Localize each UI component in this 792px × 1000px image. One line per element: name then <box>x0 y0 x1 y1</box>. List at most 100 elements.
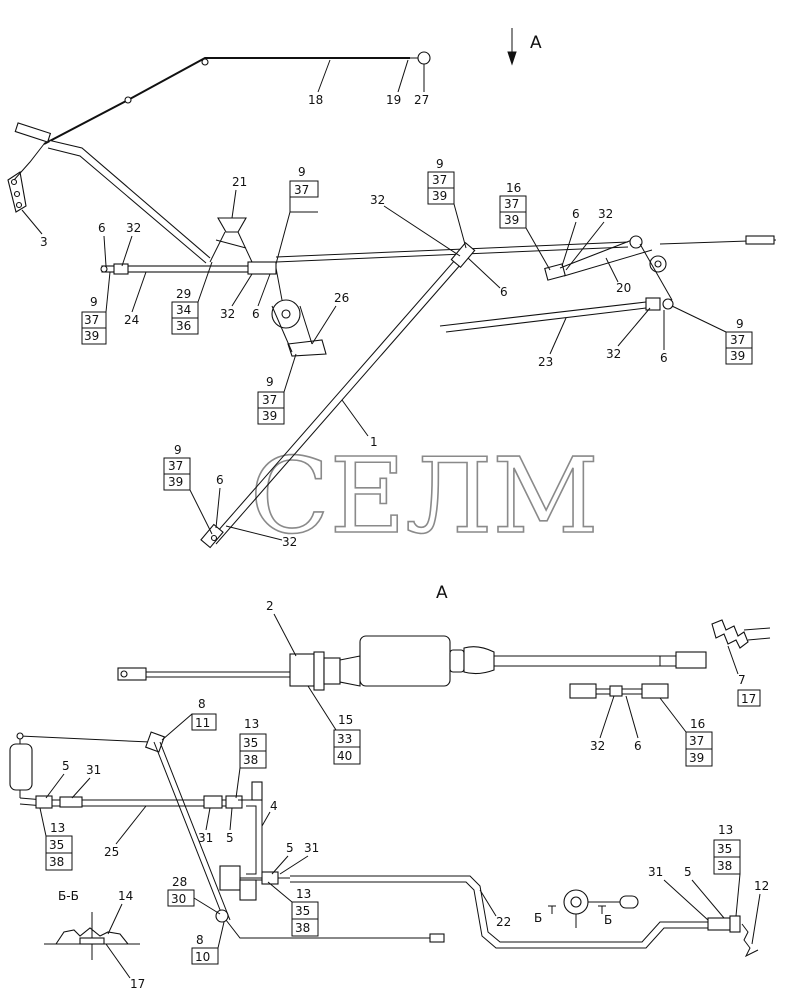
callout-30: 30 <box>171 892 186 906</box>
section-mark <box>548 889 639 928</box>
top-assembly: А <box>7 28 777 549</box>
callout-37a: 37 <box>294 183 309 197</box>
callout-38d: 38 <box>717 859 732 873</box>
callout-40: 40 <box>337 749 352 763</box>
callout-6d: 6 <box>252 307 260 321</box>
callout-17b: 17 <box>130 977 145 991</box>
bellcrank-4 <box>219 781 290 901</box>
view-label-top: А <box>530 33 542 53</box>
callout-17a: 17 <box>741 692 756 706</box>
callout-13a: 13 <box>244 717 259 731</box>
callout-18: 18 <box>308 93 323 107</box>
callout-6e: 6 <box>660 351 668 365</box>
section-mark-left: Б <box>534 911 542 925</box>
callout-6b: 6 <box>500 285 508 299</box>
callout-20: 20 <box>616 281 631 295</box>
callout-39b: 39 <box>432 189 447 203</box>
callout-37d: 37 <box>84 313 99 327</box>
brake-cylinder <box>9 732 243 809</box>
callout-37e: 37 <box>730 333 745 347</box>
callout-31a: 31 <box>86 763 101 777</box>
callout-4: 4 <box>270 799 278 813</box>
callout-8b: 8 <box>196 933 204 947</box>
callout-31b: 31 <box>198 831 213 845</box>
callout-35c: 35 <box>295 904 310 918</box>
callout-26: 26 <box>334 291 349 305</box>
callout-37b: 37 <box>432 173 447 187</box>
callout-5a: 5 <box>62 759 70 773</box>
callout-1: 1 <box>370 435 378 449</box>
callout-32g: 32 <box>282 535 297 549</box>
callout-21: 21 <box>232 175 247 189</box>
callout-14: 14 <box>118 889 133 903</box>
view-a-assembly: А <box>9 583 771 991</box>
callout-8a: 8 <box>198 697 206 711</box>
callout-6c: 6 <box>98 221 106 235</box>
callout-39e: 39 <box>730 349 745 363</box>
section-view <box>44 912 140 960</box>
callout-16: 16 <box>506 181 521 195</box>
callout-25: 25 <box>104 845 119 859</box>
callout-5b: 5 <box>226 831 234 845</box>
callout-6a: 6 <box>572 207 580 221</box>
callout-36: 36 <box>176 319 191 333</box>
callout-15: 15 <box>338 713 353 727</box>
callout-13b: 13 <box>50 821 65 835</box>
callout-31c: 31 <box>304 841 319 855</box>
callout-7: 7 <box>738 673 746 687</box>
lever-3 <box>7 122 52 213</box>
callout-6-bottom: 6 <box>634 739 642 753</box>
callout-32c: 32 <box>126 221 141 235</box>
callout-34: 34 <box>176 303 191 317</box>
callout-32a: 32 <box>370 193 385 207</box>
top-callouts: 18 19 27 3 21 9 37 9 37 39 32 <box>21 59 753 549</box>
right-assembly <box>439 235 674 333</box>
lever-8 <box>144 731 445 943</box>
callout-32b: 32 <box>598 207 613 221</box>
rod-16 <box>569 683 669 699</box>
callout-39g: 39 <box>168 475 183 489</box>
callout-5c: 5 <box>286 841 294 855</box>
callout-38a: 38 <box>243 753 258 767</box>
callout-12: 12 <box>754 879 769 893</box>
view-label-mid: А <box>436 583 448 603</box>
callout-32e: 32 <box>606 347 621 361</box>
callout-39c: 39 <box>504 213 519 227</box>
lever-26 <box>271 267 327 357</box>
callout-13d: 13 <box>718 823 733 837</box>
callout-9e: 9 <box>736 317 744 331</box>
callout-35d: 35 <box>717 842 732 856</box>
callout-38c: 38 <box>295 921 310 935</box>
callout-10: 10 <box>195 950 210 964</box>
callout-31d: 31 <box>648 865 663 879</box>
section-mark-right: Б <box>604 913 612 927</box>
callout-39d: 39 <box>84 329 99 343</box>
callout-32-bottom: 32 <box>590 739 605 753</box>
callout-27: 27 <box>414 93 429 107</box>
callout-24: 24 <box>124 313 139 327</box>
callout-9d: 9 <box>90 295 98 309</box>
callout-9b: 9 <box>436 157 444 171</box>
callout-37f: 37 <box>262 393 277 407</box>
callout-22: 22 <box>496 915 511 929</box>
callout-5d: 5 <box>684 865 692 879</box>
callout-28: 28 <box>172 875 187 889</box>
callout-29: 29 <box>176 287 191 301</box>
callout-33: 33 <box>337 732 352 746</box>
rod-upper-horizontal <box>275 235 777 263</box>
view-arrow <box>507 28 517 66</box>
callout-35b: 35 <box>49 838 64 852</box>
callout-2: 2 <box>266 599 274 613</box>
callout-39-bottom: 39 <box>689 751 704 765</box>
callout-13c: 13 <box>296 887 311 901</box>
rod-left-diagonal <box>47 139 211 264</box>
rod-24 <box>100 261 277 275</box>
callout-16-bottom: 16 <box>690 717 705 731</box>
callout-9g: 9 <box>174 443 182 457</box>
callout-38b: 38 <box>49 855 64 869</box>
bracket-21 <box>209 217 253 263</box>
callout-19: 19 <box>386 93 401 107</box>
callout-11: 11 <box>195 716 210 730</box>
actuator-2 <box>117 635 707 691</box>
